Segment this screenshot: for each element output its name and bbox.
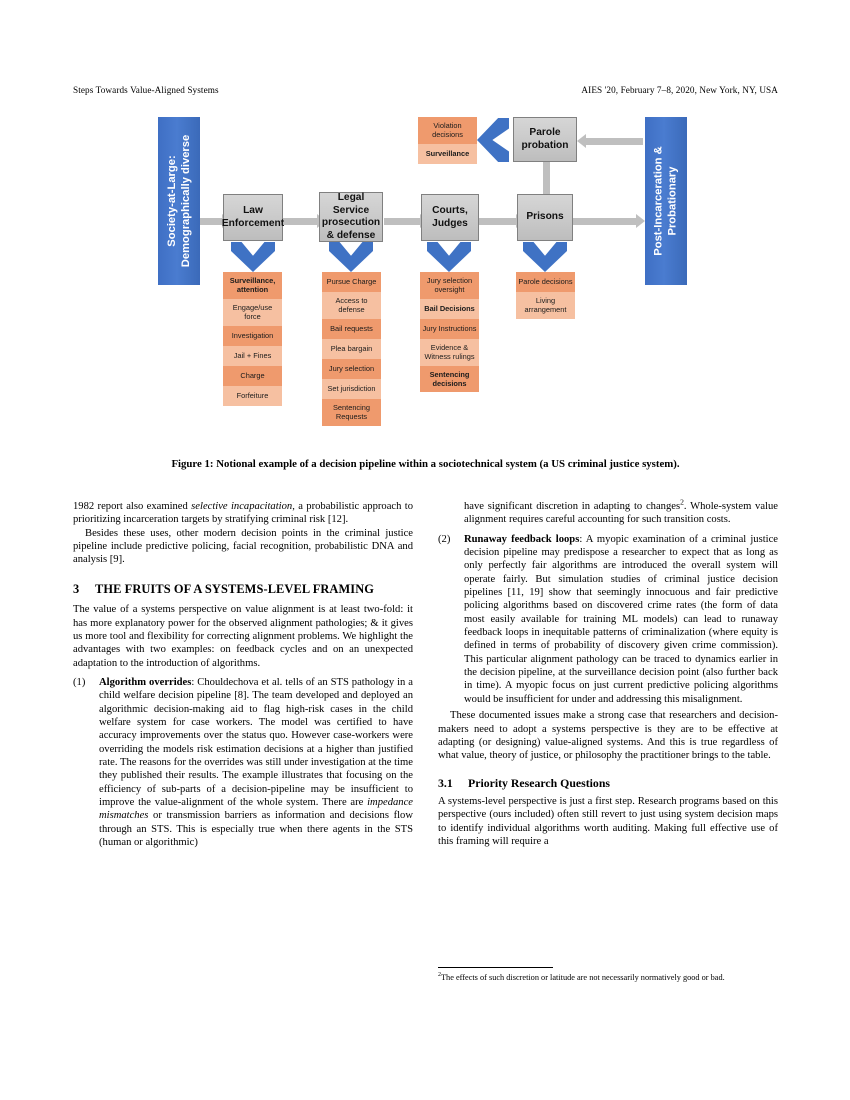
cell-forfeiture: Forfeiture <box>223 385 282 406</box>
cell-violation-decisions: Violation decisions <box>418 117 477 144</box>
node-law-enforcement: Law Enforcement <box>221 194 285 241</box>
footnote-rule <box>438 967 553 968</box>
section-heading-3: 3 THE FRUITS OF A SYSTEMS-LEVEL FRAMING <box>73 582 413 598</box>
cell-pursue-charge: Pursue Charge <box>322 272 381 292</box>
paragraph-systems-level-first-step: A systems-level perspective is just a fi… <box>438 795 778 847</box>
para1-italic: selective incapacitation <box>191 501 293 512</box>
paragraph-documented-issues: These documented issues make a strong ca… <box>438 710 778 762</box>
item1-italic: impedance mismatches <box>99 797 413 822</box>
node-legal-service-label: Legal Service prosecution & defense <box>321 192 381 241</box>
cont-a: have significant discretion in adapting … <box>464 501 681 512</box>
chevron-legal-service <box>329 242 373 272</box>
item2-bold-lead: Runaway feedback loops <box>464 533 580 545</box>
band-society-at-large: Society-at-Large: Demographically divers… <box>158 117 200 285</box>
node-courts-judges-label: Courts, Judges <box>432 205 468 229</box>
node-law-enforcement-label: Law Enforcement <box>221 205 285 229</box>
band-post-incarceration-label: Post-Incarceration & Probationary <box>653 146 680 256</box>
cell-bail-decisions: Bail Decisions <box>420 298 479 319</box>
footnote-text-line: 2The effects of such discretion or latit… <box>438 972 778 983</box>
stack-courts-decisions: Jury selection oversight Bail Decisions … <box>420 272 479 393</box>
para1-b: , a probabilistic approach to prioritizi… <box>73 501 414 526</box>
stack-parole-decisions: Violation decisions Surveillance <box>418 117 477 164</box>
cell-evidence-witness-rulings: Evidence & Witness rulings <box>420 338 479 366</box>
enumerated-list-left: (1) Algorithm overrides: Chouldechova et … <box>73 676 413 849</box>
cell-jury-selection-oversight: Jury selection oversight <box>420 272 479 299</box>
cell-investigation: Investigation <box>223 325 282 346</box>
cell-set-jurisdiction: Set jurisdiction <box>322 378 381 399</box>
arrow-law-to-legal <box>281 214 326 228</box>
cell-sentencing-requests: Sentencing Requests <box>322 398 381 426</box>
subsection-number: 3.1 <box>438 775 453 790</box>
cell-bail-requests: Bail requests <box>322 318 381 339</box>
cell-jail-fines: Jail + Fines <box>223 345 282 366</box>
arrow-legal-to-courts <box>384 214 429 228</box>
item1-bold-lead: Algorithm overrides <box>99 676 192 688</box>
band-society-label: Society-at-Large: Demographically divers… <box>166 134 193 268</box>
cell-sentencing-decisions: Sentencing decisions <box>420 365 479 393</box>
chevron-prisons <box>523 242 567 272</box>
item2-text: : A myopic examination of a criminal jus… <box>464 533 778 705</box>
subsection-heading-3-1: 3.1 Priority Research Questions <box>438 775 778 790</box>
list-marker-1: (1) <box>73 676 86 688</box>
figure-1-diagram: Society-at-Large: Demographically divers… <box>73 112 778 452</box>
stack-prisons-decisions: Parole decisions Living arrangement <box>516 272 575 319</box>
cell-engage-use-force: Engage/use force <box>223 298 282 326</box>
para1-a: 1982 report also examined <box>73 501 192 512</box>
node-legal-service: Legal Service prosecution & defense <box>319 192 383 242</box>
node-courts-judges: Courts, Judges <box>421 194 479 241</box>
figure-caption: Figure 1: Notional example of a decision… <box>171 458 680 470</box>
cell-surveillance: Surveillance <box>418 143 477 164</box>
running-head: Steps Towards Value-Aligned Systems AIES… <box>73 85 778 99</box>
chevron-courts <box>427 242 471 272</box>
cell-charge: Charge <box>223 365 282 386</box>
cell-access-to-defense: Access to defense <box>322 292 381 319</box>
cell-jury-selection: Jury selection <box>322 358 381 379</box>
arrow-courts-to-prisons <box>479 214 525 228</box>
chevron-law-enforcement <box>231 242 275 272</box>
paragraph-1982-report: 1982 report also examined selective inca… <box>73 500 413 527</box>
section-title: THE FRUITS OF A SYSTEMS-LEVEL FRAMING <box>95 581 374 596</box>
cell-parole-decisions: Parole decisions <box>516 272 575 292</box>
list-item-runaway-feedback-loops: (2) Runaway feedback loops: A myopic exam… <box>438 533 778 706</box>
footnote-block: 2The effects of such discretion or latit… <box>438 967 778 983</box>
arrow-post-to-parole <box>577 134 643 148</box>
cell-jury-instructions: Jury Instructions <box>420 318 479 339</box>
body-column-right: have significant discretion in adapting … <box>438 497 779 848</box>
footnote-ref-inline: 2 <box>680 497 684 507</box>
cont-b: . Whole-system value alignment requires … <box>464 501 779 526</box>
paragraph-continuation-discretion: have significant discretion in adapting … <box>438 497 779 527</box>
section-number: 3 <box>73 581 80 596</box>
cell-plea-bargain: Plea bargain <box>322 338 381 359</box>
enumerated-list-right: (2) Runaway feedback loops: A myopic exam… <box>438 533 778 706</box>
arrow-prisons-to-post <box>573 214 645 228</box>
subsection-title: Priority Research Questions <box>468 775 610 790</box>
body-column-left: 1982 report also examined selective inca… <box>73 500 413 852</box>
band-post-incarceration: Post-Incarceration & Probationary <box>645 117 687 285</box>
cell-living-arrangement: Living arrangement <box>516 292 575 319</box>
stack-law-enforcement-decisions: Surveillance, attention Engage/use force… <box>223 272 282 406</box>
footnote-text: The effects of such discretion or latitu… <box>440 973 725 982</box>
paragraph-besides-these-uses: Besides these uses, other modern decisio… <box>73 527 413 566</box>
node-parole-probation: Parole probation <box>513 117 577 162</box>
item1-text-a: : Chouldechova et al. tells of an STS pa… <box>99 676 413 809</box>
list-marker-2: (2) <box>438 533 451 545</box>
paragraph-value-of-systems-perspective: The value of a systems perspective on va… <box>73 604 413 669</box>
running-head-right: AIES '20, February 7–8, 2020, New York, … <box>581 85 778 95</box>
list-item-algorithm-overrides: (1) Algorithm overrides: Chouldechova et … <box>73 676 413 849</box>
item1-text-b: or transmission barriers as information … <box>99 810 413 849</box>
node-prisons-label: Prisons <box>526 211 564 223</box>
running-head-left: Steps Towards Value-Aligned Systems <box>73 85 219 95</box>
node-parole-probation-label: Parole probation <box>521 127 569 151</box>
chevron-parole <box>477 118 509 162</box>
footnote-number: 2 <box>438 972 441 979</box>
stack-legal-service-decisions: Pursue Charge Access to defense Bail req… <box>322 272 381 426</box>
cell-surveillance-attention: Surveillance, attention <box>223 272 282 299</box>
node-prisons: Prisons <box>517 194 573 241</box>
